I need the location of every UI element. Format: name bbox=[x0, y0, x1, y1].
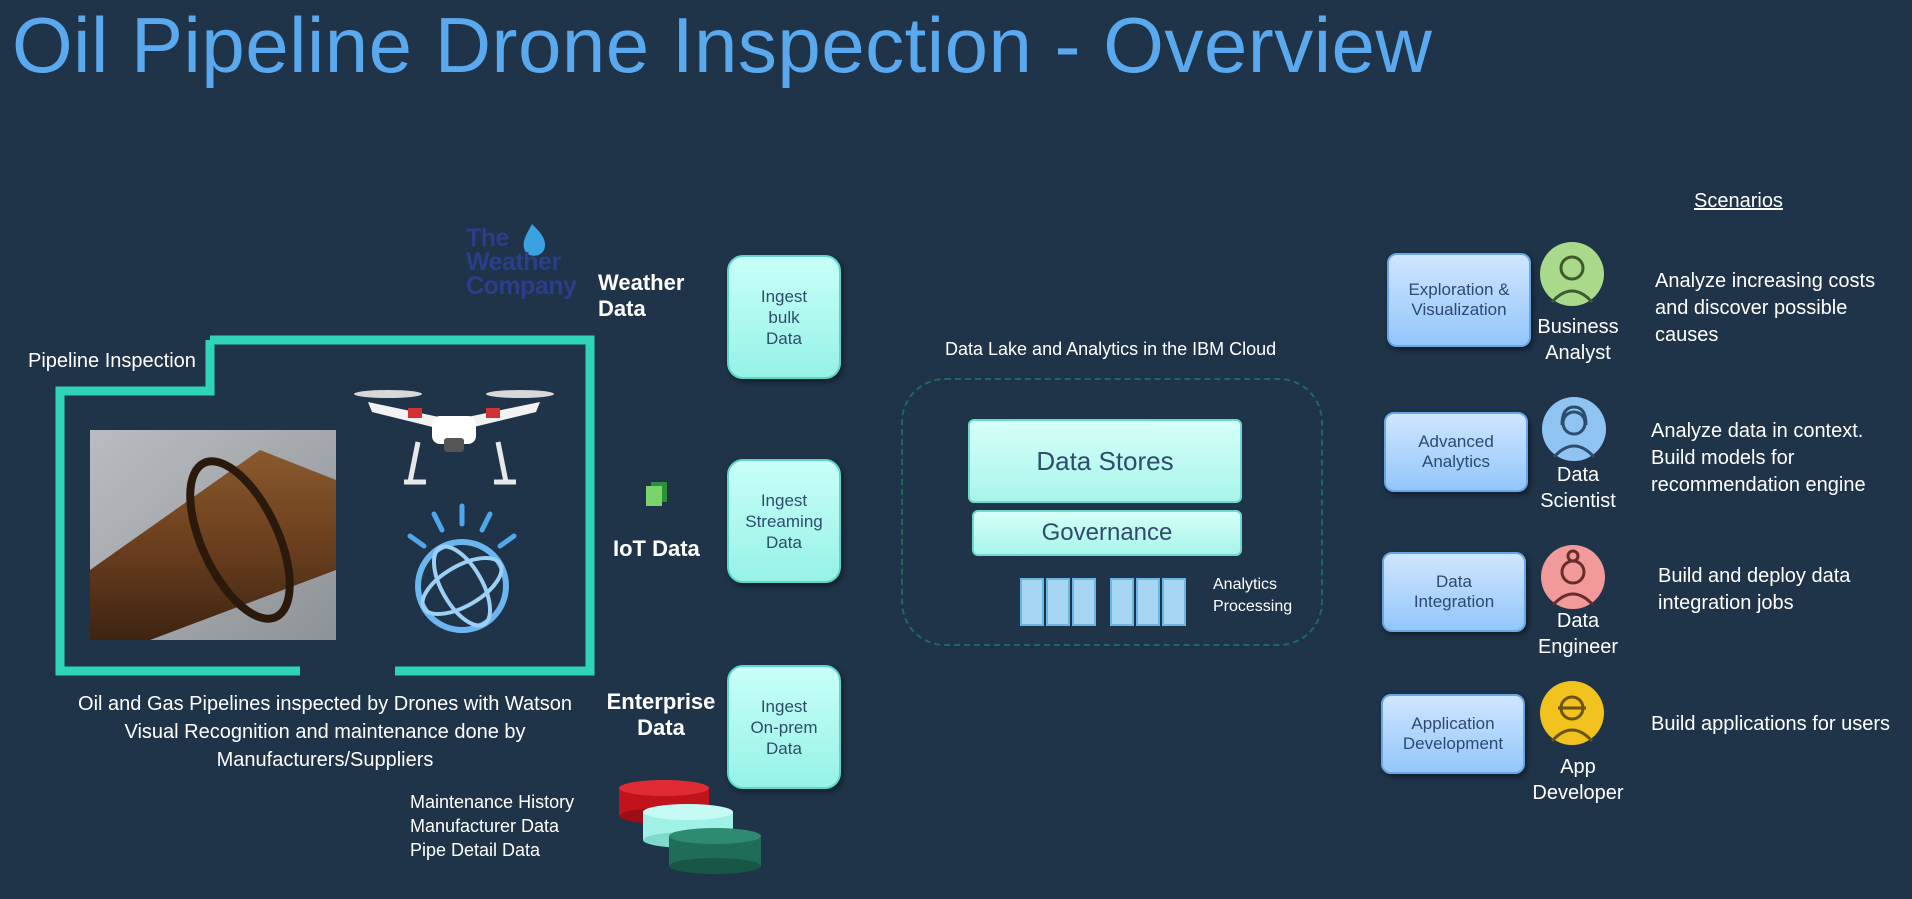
database-icon bbox=[619, 780, 761, 874]
pipeline-frame bbox=[55, 335, 595, 676]
enterprise-data-list: Maintenance History Manufacturer Data Pi… bbox=[410, 792, 575, 860]
page-title: Oil Pipeline Drone Inspection - Overview bbox=[12, 1, 1433, 89]
enterprise-data-label: Enterprise Data bbox=[606, 689, 716, 740]
weather-logo-text: The Weather Company bbox=[466, 224, 577, 300]
watson-logo-icon bbox=[407, 503, 517, 633]
analytics-processing-label: Analytics Processing bbox=[1213, 576, 1293, 615]
ingest-streaming-box: Ingest Streaming Data bbox=[727, 459, 841, 583]
app-developer-label: App Developer bbox=[1532, 756, 1624, 804]
pipe-photo bbox=[90, 430, 336, 640]
business-analyst-label: Business Analyst bbox=[1537, 316, 1619, 364]
ingest-onprem-box: Ingest On-prem Data bbox=[727, 665, 841, 789]
weather-drop-icon bbox=[523, 224, 546, 256]
iot-data-label: IoT Data bbox=[613, 536, 700, 561]
scenario-box-app-development: Application Development bbox=[1381, 694, 1525, 774]
app-developer-avatar-icon bbox=[1540, 681, 1604, 745]
data-lake-label: Data Lake and Analytics in the IBM Cloud bbox=[945, 339, 1277, 359]
data-scientist-label: Data Scientist bbox=[1540, 464, 1616, 512]
iot-device-icon bbox=[643, 480, 669, 506]
app-developer-desc: Build applications for users bbox=[1651, 713, 1891, 735]
data-scientist-desc: Analyze data in context. Build models fo… bbox=[1651, 420, 1866, 496]
pipeline-caption: Oil and Gas Pipelines inspected by Drone… bbox=[78, 693, 572, 771]
governance-box: Governance bbox=[972, 510, 1242, 556]
scenario-box-data-integration: Data Integration bbox=[1382, 552, 1526, 632]
data-engineer-avatar-icon bbox=[1541, 545, 1605, 609]
ingest-bulk-box: Ingest bulk Data bbox=[727, 255, 841, 379]
business-analyst-desc: Analyze increasing costs and discover po… bbox=[1655, 270, 1876, 346]
drone-image bbox=[354, 390, 554, 485]
weather-data-label: Weather Data bbox=[598, 270, 685, 321]
business-analyst-avatar-icon bbox=[1540, 242, 1604, 306]
scenarios-heading: Scenarios bbox=[1694, 190, 1783, 212]
scenario-box-exploration: Exploration & Visualization bbox=[1387, 253, 1531, 347]
data-engineer-desc: Build and deploy data integration jobs bbox=[1658, 565, 1851, 614]
data-stores-box: Data Stores bbox=[968, 419, 1242, 503]
data-engineer-label: Data Engineer bbox=[1537, 610, 1619, 658]
data-lake-container bbox=[901, 378, 1323, 646]
scenario-box-advanced-analytics: Advanced Analytics bbox=[1384, 412, 1528, 492]
weather-company-logo: The Weather Company bbox=[466, 222, 586, 310]
data-scientist-avatar-icon bbox=[1542, 397, 1606, 461]
pipeline-inspection-label: Pipeline Inspection bbox=[28, 350, 196, 372]
